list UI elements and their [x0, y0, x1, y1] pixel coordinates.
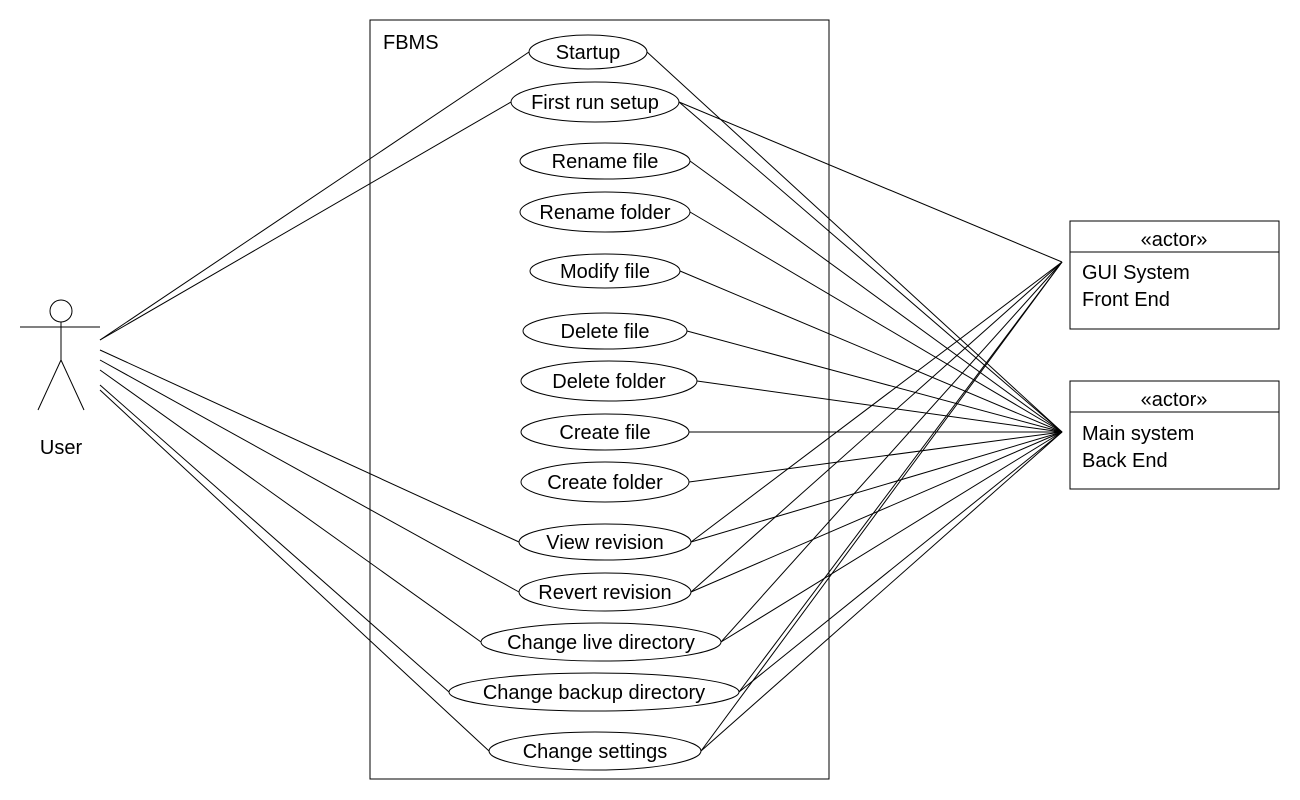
association-main-startup: [646, 51, 1063, 433]
association-user-revert-revision: [99, 359, 520, 593]
use-case-delete-file: Delete file: [522, 312, 688, 350]
use-case-ellipse: [488, 731, 702, 771]
gui-actor-name-line1: GUI System: [1082, 262, 1190, 284]
use-case-create-file: Create file: [520, 413, 690, 451]
user-label: User: [40, 437, 83, 459]
use-case-change-backup-directory: Change backup directory: [448, 672, 740, 712]
use-case-ellipse: [519, 191, 691, 233]
use-case-label: Delete file: [561, 321, 650, 343]
use-case-rename-file: Rename file: [519, 142, 691, 180]
association-gui-change-backup-directory: [738, 261, 1063, 693]
use-case-label: View revision: [546, 532, 663, 554]
use-case-label: Modify file: [560, 261, 650, 283]
gui-actor-box: [1069, 220, 1280, 330]
use-case-label: Revert revision: [538, 582, 671, 604]
association-main-revert-revision: [690, 431, 1063, 593]
use-case-ellipse: [529, 253, 681, 289]
association-gui-change-settings: [700, 261, 1063, 752]
gui-actor-stereotype: «actor»: [1141, 229, 1208, 251]
system-name: FBMS: [383, 32, 439, 54]
association-user-change-settings: [99, 389, 490, 752]
use-case-label: Change live directory: [507, 632, 695, 654]
use-case-ellipse: [520, 461, 690, 503]
association-user-first-run-setup: [99, 101, 512, 341]
use-case-first-run-setup: First run setup: [510, 81, 680, 123]
association-main-rename-file: [689, 160, 1063, 433]
use-case-ellipse: [519, 142, 691, 180]
use-case-ellipse: [520, 360, 698, 402]
use-case-ellipse: [522, 312, 688, 350]
association-main-create-folder: [688, 431, 1063, 483]
use-case-create-folder: Create folder: [520, 461, 690, 503]
association-gui-revert-revision: [690, 261, 1063, 593]
use-case-label: Create folder: [547, 472, 663, 494]
association-main-rename-folder: [689, 211, 1063, 433]
user-left-leg: [37, 359, 62, 411]
use-case-rename-folder: Rename folder: [519, 191, 691, 233]
actor-gui-system: «actor» GUI System Front End: [1069, 220, 1280, 330]
main-actor-name-line2: Back End: [1082, 450, 1168, 472]
association-lines: [99, 51, 1063, 752]
use-case-modify-file: Modify file: [529, 253, 681, 289]
association-user-startup: [99, 51, 530, 341]
association-user-change-backup-directory: [99, 384, 450, 693]
user-head: [49, 299, 73, 323]
use-case-ellipse: [448, 672, 740, 712]
use-case-ellipse: [518, 523, 692, 561]
use-case-ellipse: [480, 622, 722, 662]
use-case-label: First run setup: [531, 92, 659, 114]
association-user-view-revision: [99, 349, 520, 543]
association-main-modify-file: [679, 270, 1063, 433]
use-case-ellipse: [520, 413, 690, 451]
use-case-label: Startup: [556, 42, 620, 64]
use-case-ellipse: [510, 81, 680, 123]
actor-main-system: «actor» Main system Back End: [1069, 380, 1280, 490]
association-main-first-run-setup: [678, 101, 1063, 433]
system-boundary: [369, 19, 830, 780]
user-right-leg: [60, 359, 85, 411]
use-case-ellipse: [528, 34, 648, 70]
use-case-startup: Startup: [528, 34, 648, 70]
use-case-ellipse: [518, 572, 692, 612]
use-case-view-revision: View revision: [518, 523, 692, 561]
association-main-change-backup-directory: [738, 431, 1063, 693]
association-gui-change-live-directory: [720, 261, 1063, 643]
use-case-revert-revision: Revert revision: [518, 572, 692, 612]
main-actor-box: [1069, 380, 1280, 490]
main-actor-stereotype: «actor»: [1141, 389, 1208, 411]
association-main-change-live-directory: [720, 431, 1063, 643]
use-case-change-settings: Change settings: [488, 731, 702, 771]
use-case-label: Rename file: [552, 151, 659, 173]
use-case-label: Change settings: [523, 741, 668, 763]
association-gui-first-run-setup: [678, 101, 1063, 263]
association-gui-view-revision: [690, 261, 1063, 543]
use-case-label: Delete folder: [552, 371, 666, 393]
use-case-label: Change backup directory: [483, 682, 705, 704]
association-main-delete-folder: [696, 380, 1063, 433]
use-case-delete-folder: Delete folder: [520, 360, 698, 402]
use-case-label: Rename folder: [539, 202, 671, 224]
association-main-delete-file: [686, 330, 1063, 433]
main-actor-name-line1: Main system: [1082, 423, 1194, 445]
association-main-change-settings: [700, 431, 1063, 752]
association-main-view-revision: [690, 431, 1063, 543]
use-case-change-live-directory: Change live directory: [480, 622, 722, 662]
association-user-change-live-directory: [99, 369, 482, 643]
actor-user: User: [20, 299, 100, 459]
gui-actor-name-line2: Front End: [1082, 289, 1170, 311]
use-case-label: Create file: [559, 422, 650, 444]
